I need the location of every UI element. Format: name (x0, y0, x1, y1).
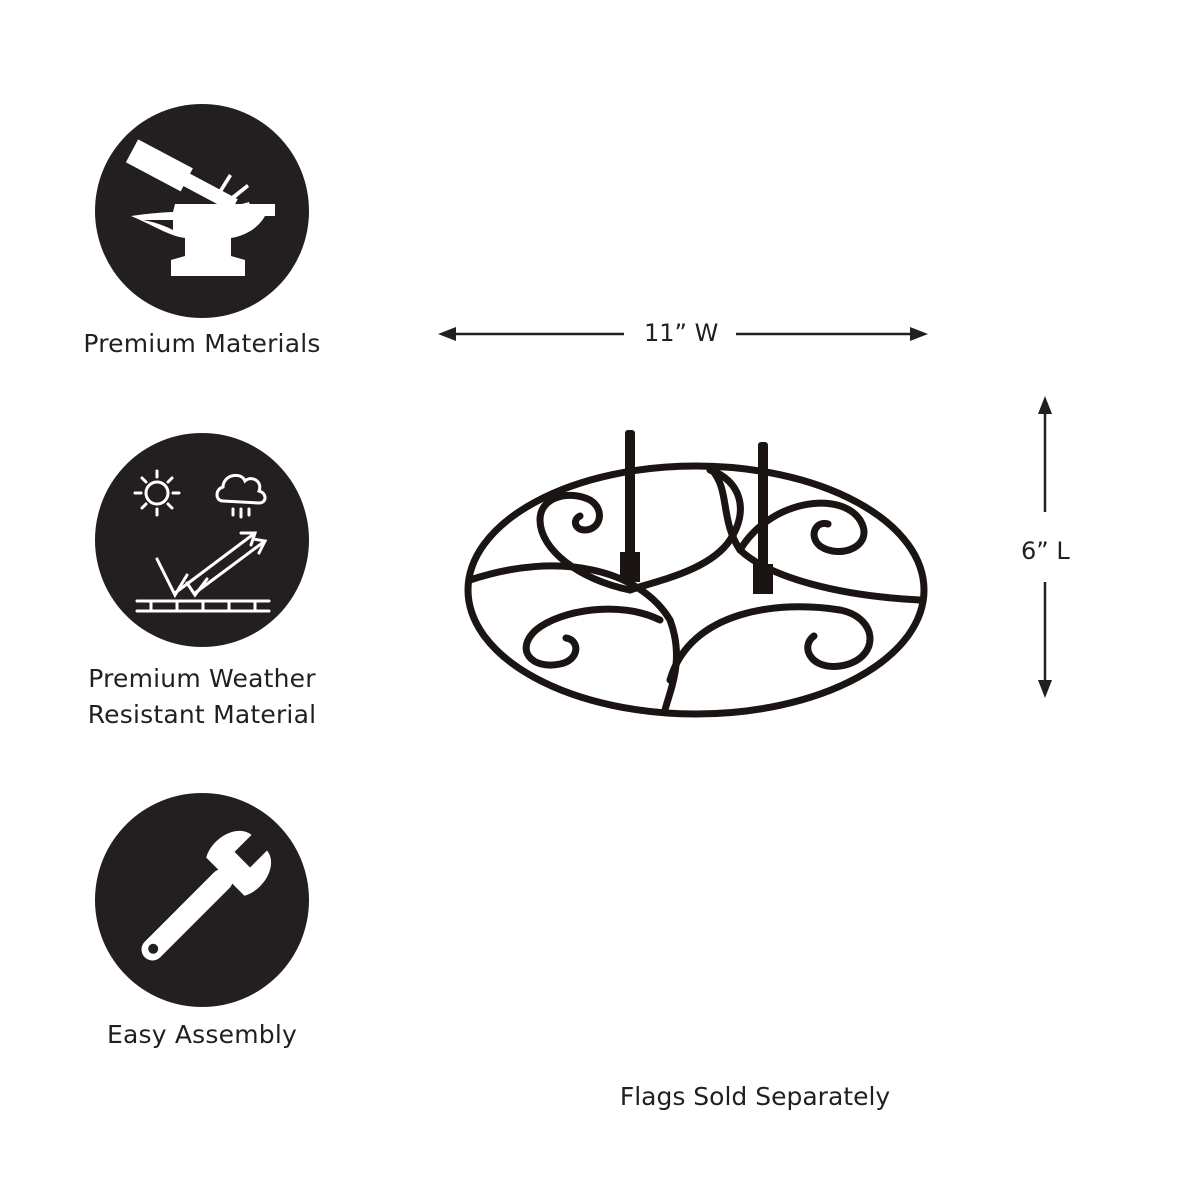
feature-label: Premium Materials (83, 329, 321, 358)
anvil-hammer-icon (95, 104, 309, 318)
feature-easy-assembly: Easy Assembly (95, 793, 309, 1049)
feature-premium-materials: Premium Materials (83, 104, 320, 358)
wrench-icon (95, 793, 309, 1007)
feature-label-line-1: Premium Weather (88, 664, 316, 693)
feature-label: Easy Assembly (107, 1020, 297, 1049)
length-label: 6” L (1021, 537, 1070, 565)
weather-resistance-icon (95, 433, 309, 647)
scroll-flag-holder-image (464, 430, 928, 718)
width-arrow (438, 327, 928, 341)
flags-sold-separately-note: Flags Sold Separately (619, 1082, 891, 1111)
feature-weather-resistant: Premium Weather Resistant Material (88, 433, 316, 729)
feature-label-line-2: Resistant Material (87, 700, 317, 729)
width-label: 11” W (644, 319, 719, 347)
length-arrow (1038, 396, 1052, 698)
feature-label: Premium Weather Resistant Material (35, 661, 369, 733)
